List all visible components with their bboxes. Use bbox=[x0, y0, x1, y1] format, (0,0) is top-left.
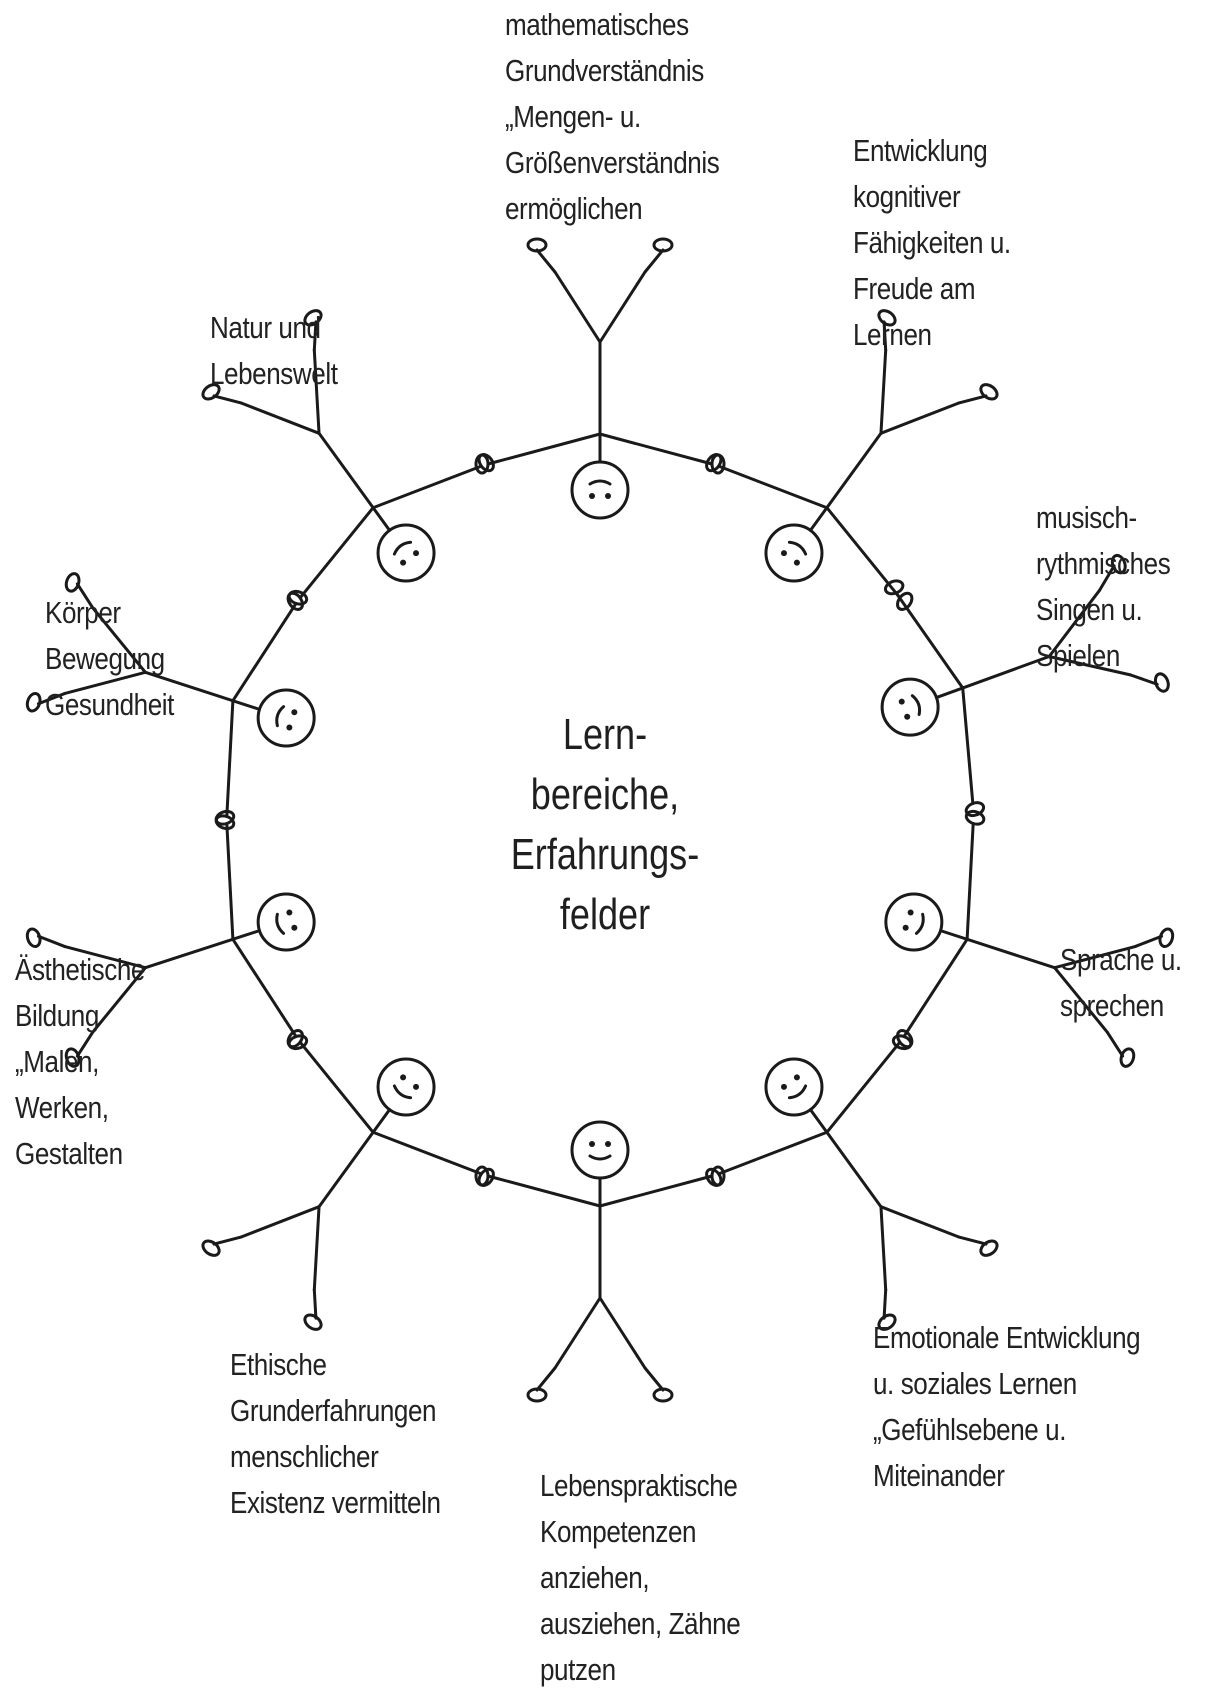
label-cognitive: Entwicklung kognitiver Fähigkeiten u. Fr… bbox=[853, 128, 1011, 358]
label-ethics: Ethische Grunderfahrungen menschlicher E… bbox=[230, 1342, 441, 1526]
head-icon bbox=[766, 525, 822, 581]
head-icon bbox=[886, 894, 942, 950]
label-language: Sprache u. sprechen bbox=[1060, 937, 1182, 1029]
label-aesthetic: Ästhetische Bildung „Malen, Werken, Gest… bbox=[15, 947, 145, 1177]
head-icon bbox=[258, 894, 314, 950]
stick-figure-math bbox=[476, 239, 724, 518]
head-icon bbox=[766, 1059, 822, 1115]
head-icon bbox=[572, 1122, 628, 1178]
label-nature: Natur und Lebenswelt bbox=[210, 305, 338, 397]
label-music: musisch- rythmisches Singen u. Spielen bbox=[1036, 495, 1170, 679]
label-math: mathematisches Grundverständnis „Mengen-… bbox=[505, 2, 719, 232]
stick-figure-ethics bbox=[200, 1028, 496, 1333]
head-icon bbox=[258, 690, 314, 746]
label-practical: Lebenspraktische Kompetenzen anziehen, a… bbox=[540, 1463, 740, 1693]
center-title: Lern- bereiche, Erfahrungs- felder bbox=[470, 705, 741, 945]
label-emotional: Emotionale Entwicklung u. soziales Lerne… bbox=[873, 1315, 1140, 1499]
label-body: Körper Bewegung Gesundheit bbox=[45, 590, 174, 728]
head-icon bbox=[378, 1059, 434, 1115]
head-icon bbox=[572, 462, 628, 518]
head-icon bbox=[882, 679, 938, 735]
stick-figure-emotional bbox=[704, 1028, 1000, 1333]
head-icon bbox=[378, 525, 434, 581]
stick-figure-practical bbox=[476, 1122, 724, 1401]
